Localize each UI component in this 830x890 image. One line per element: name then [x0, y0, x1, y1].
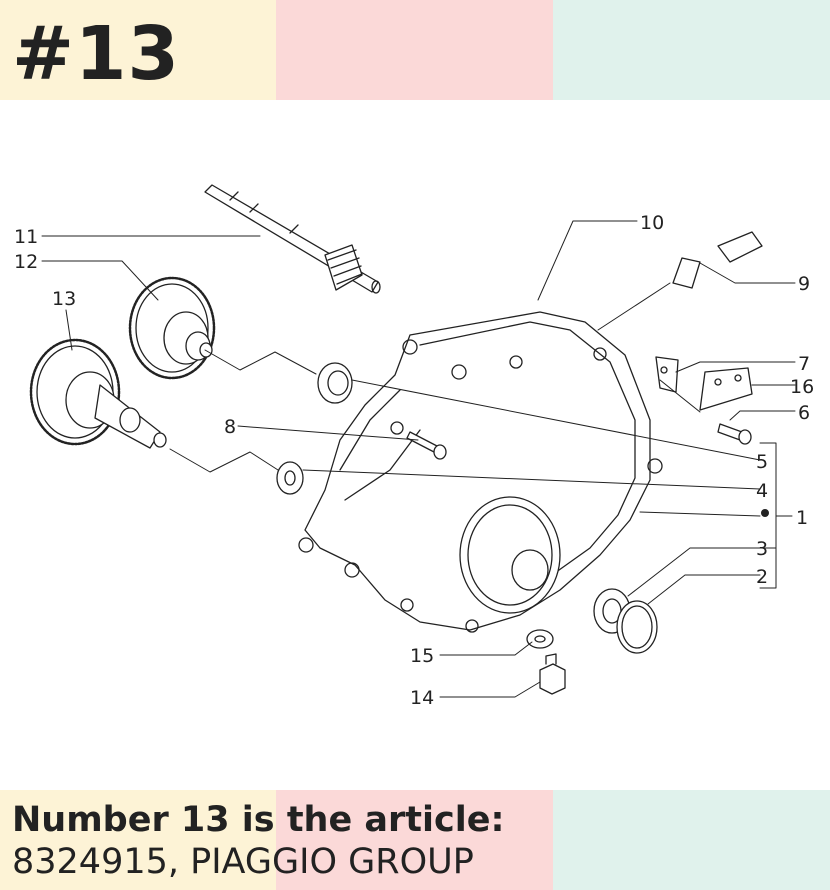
bracket-part-16 [699, 367, 753, 411]
header-band-pink [276, 0, 553, 100]
header-band-yellow [0, 0, 276, 100]
washer-part-15 [526, 629, 554, 649]
shaft-part-11 [204, 184, 381, 294]
leader-lines [41, 220, 796, 698]
callout-8: 8 [224, 416, 236, 438]
callout-11: 11 [14, 226, 38, 248]
seal-part-5 [317, 362, 353, 404]
callout-6: 6 [798, 402, 810, 424]
callout-12: 12 [14, 251, 38, 273]
footer-band-pink [276, 790, 553, 890]
hose-part-9 [672, 231, 763, 289]
callout-9: 9 [798, 273, 810, 295]
callout-10: 10 [640, 212, 664, 234]
callout-14: 14 [410, 687, 434, 709]
washer-part-4 [276, 461, 304, 495]
callout-2: 2 [756, 566, 768, 588]
callout-16: 16 [790, 376, 814, 398]
gear-part-12 [128, 276, 216, 380]
callout-13: 13 [52, 288, 76, 310]
callout-3: 3 [756, 538, 768, 560]
callout-dot [761, 509, 769, 517]
callout-1: 1 [796, 507, 808, 529]
ring-part-2 [616, 600, 658, 654]
footer-band-mint [553, 790, 830, 890]
footer-band-yellow [0, 790, 276, 890]
page-title: #13 [12, 11, 180, 97]
clip-part-7 [655, 356, 679, 393]
plug-part-14 [539, 653, 566, 695]
footer-article-number: 8324915, PIAGGIO GROUP [12, 842, 474, 882]
footer-caption-heading: Number 13 is the article: [12, 800, 505, 840]
gear-part-13 [29, 338, 167, 449]
callout-4: 4 [756, 480, 768, 502]
housing-cover-part-1 [298, 311, 663, 633]
bolt-part-8 [406, 431, 447, 460]
callout-15: 15 [410, 645, 434, 667]
callout-7: 7 [798, 353, 810, 375]
callout-5: 5 [756, 451, 768, 473]
header-band-mint [553, 0, 830, 100]
bolt-part-6 [717, 423, 752, 445]
